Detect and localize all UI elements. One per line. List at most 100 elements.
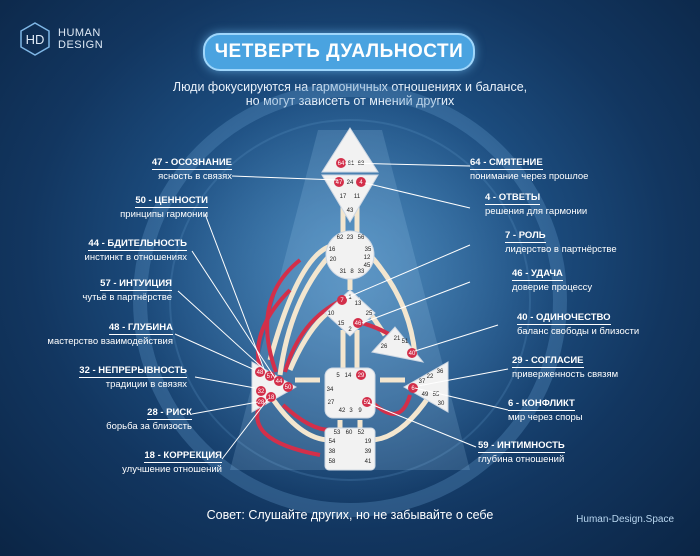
leader-lines (174, 162, 509, 460)
svg-text:41: 41 (365, 459, 372, 465)
gate-desc: глубина отношений (478, 454, 565, 465)
svg-text:3: 3 (349, 408, 353, 414)
svg-text:25: 25 (366, 311, 373, 317)
svg-text:43: 43 (347, 208, 354, 214)
gate-desc: чутьё в партнёрстве (82, 292, 172, 303)
gate-label-40: 40 - ОДИНОЧЕСТВО баланс свободы и близос… (517, 312, 639, 337)
center-throat: 62 23 56 16 35 12 20 45 31 8 33 (325, 230, 375, 280)
center-spleen: 48 57 44 50 32 28 18 (251, 361, 298, 413)
gate-title: 64 - СМЯТЕНИЕ (470, 157, 543, 170)
svg-text:11: 11 (354, 194, 361, 200)
svg-text:8: 8 (350, 269, 354, 275)
svg-text:31: 31 (340, 269, 347, 275)
gate-desc: баланс свободы и близости (517, 326, 640, 337)
gate-desc: приверженность связям (512, 369, 619, 380)
gate-title: 32 - НЕПРЕРЫВНОСТЬ (79, 365, 187, 378)
svg-text:10: 10 (328, 311, 335, 317)
gate-label-57: 57 - ИНТУИЦИЯ чутьё в партнёрстве (82, 278, 172, 303)
gate-title: 50 - ЦЕННОСТИ (135, 195, 208, 208)
gate-label-18: 18 - КОРРЕКЦИЯ улучшение отношений (122, 450, 222, 475)
svg-text:1: 1 (348, 295, 352, 301)
svg-text:22: 22 (427, 374, 434, 380)
svg-text:16: 16 (329, 247, 336, 253)
svg-text:18: 18 (268, 395, 275, 401)
gate-desc: инстинкт в отношениях (84, 252, 187, 263)
svg-text:19: 19 (365, 439, 372, 445)
svg-text:44: 44 (276, 379, 283, 385)
svg-text:7: 7 (340, 298, 344, 304)
gate-title: 57 - ИНТУИЦИЯ (100, 278, 172, 291)
svg-text:14: 14 (345, 373, 352, 379)
svg-text:49: 49 (422, 392, 429, 398)
svg-text:34: 34 (327, 387, 334, 393)
gate-label-50: 50 - ЦЕННОСТИ принципы гармонии (120, 195, 208, 220)
gate-label-48: 48 - ГЛУБИНА мастерство взаимодействия (47, 322, 173, 347)
svg-text:36: 36 (437, 369, 444, 375)
svg-text:57: 57 (267, 374, 274, 380)
center-head: 64 61 63 (321, 127, 379, 173)
gate-desc: решения для гармонии (485, 206, 588, 217)
svg-text:52: 52 (358, 430, 365, 436)
brand-line2: DESIGN (58, 39, 104, 51)
gate-label-29: 29 - СОГЛАСИЕ приверженность связям (512, 355, 618, 380)
svg-text:15: 15 (338, 321, 345, 327)
gate-desc: традиции в связях (105, 379, 187, 390)
svg-text:59: 59 (364, 400, 371, 406)
gate-label-7: 7 - РОЛЬ лидерство в партнёрстве (505, 230, 617, 255)
gate-title: 48 - ГЛУБИНА (108, 322, 173, 335)
svg-text:21: 21 (394, 336, 401, 342)
gate-label-4: 4 - ОТВЕТЫ решения для гармонии (485, 192, 587, 217)
svg-text:61: 61 (348, 161, 355, 167)
gate-label-28: 28 - РИСК борьба за близость (106, 407, 192, 432)
center-sacral: 5 14 29 34 27 59 42 3 9 (324, 367, 376, 419)
gate-label-46: 46 - УДАЧА доверие процессу (512, 268, 592, 293)
svg-text:46: 46 (355, 321, 362, 327)
gate-desc: понимание через прошлое (470, 171, 589, 182)
wheel-ring (133, 83, 567, 517)
gate-label-47: 47 - ОСОЗНАНИЕ ясность в связях (151, 157, 232, 182)
svg-text:62: 62 (337, 235, 344, 241)
gate-desc: борьба за близость (106, 421, 192, 432)
svg-text:37: 37 (419, 379, 426, 385)
gate-label-32: 32 - НЕПРЕРЫВНОСТЬ традиции в связях (79, 365, 187, 390)
svg-text:40: 40 (409, 351, 416, 357)
svg-text:60: 60 (346, 430, 353, 436)
svg-text:64: 64 (338, 161, 345, 167)
svg-text:50: 50 (285, 385, 292, 391)
brand-logo: HD HUMAN DESIGN (18, 22, 103, 56)
svg-text:33: 33 (358, 269, 365, 275)
svg-text:53: 53 (334, 430, 341, 436)
brand-line1: HUMAN (58, 27, 101, 39)
gate-desc: лидерство в партнёрстве (505, 244, 617, 255)
svg-text:27: 27 (328, 400, 335, 406)
svg-text:13: 13 (355, 301, 362, 307)
gate-label-59: 59 - ИНТИМНОСТЬ глубина отношений (478, 440, 565, 465)
gate-title: 40 - ОДИНОЧЕСТВО (517, 312, 611, 325)
page-title: ЧЕТВЕРТЬ ДУАЛЬНОСТИ (203, 33, 475, 71)
svg-text:5: 5 (336, 373, 340, 379)
svg-text:12: 12 (364, 255, 371, 261)
gate-title: 44 - БДИТЕЛЬНОСТЬ (88, 238, 187, 251)
gate-title: 7 - РОЛЬ (505, 230, 546, 243)
svg-text:26: 26 (381, 344, 388, 350)
gate-desc: мир через споры (508, 412, 583, 423)
svg-text:42: 42 (339, 408, 346, 414)
gate-desc: улучшение отношений (122, 464, 222, 475)
svg-text:58: 58 (329, 459, 336, 465)
gate-title: 29 - СОГЛАСИЕ (512, 355, 584, 368)
svg-text:4: 4 (359, 180, 363, 186)
svg-text:9: 9 (358, 408, 362, 414)
svg-text:48: 48 (257, 370, 264, 376)
svg-text:63: 63 (358, 161, 365, 167)
gate-desc: ясность в связях (158, 171, 232, 182)
gate-label-64: 64 - СМЯТЕНИЕ понимание через прошлое (470, 157, 588, 182)
svg-text:54: 54 (329, 439, 336, 445)
svg-text:2: 2 (348, 327, 352, 333)
center-solar-plexus: 36 22 37 6 49 55 30 (402, 361, 449, 413)
svg-text:29: 29 (358, 373, 365, 379)
svg-text:56: 56 (358, 235, 365, 241)
gate-desc: мастерство взаимодействия (47, 336, 173, 347)
svg-text:20: 20 (330, 257, 337, 263)
svg-text:38: 38 (329, 449, 336, 455)
site-link[interactable]: Human-Design.Space (576, 514, 674, 525)
